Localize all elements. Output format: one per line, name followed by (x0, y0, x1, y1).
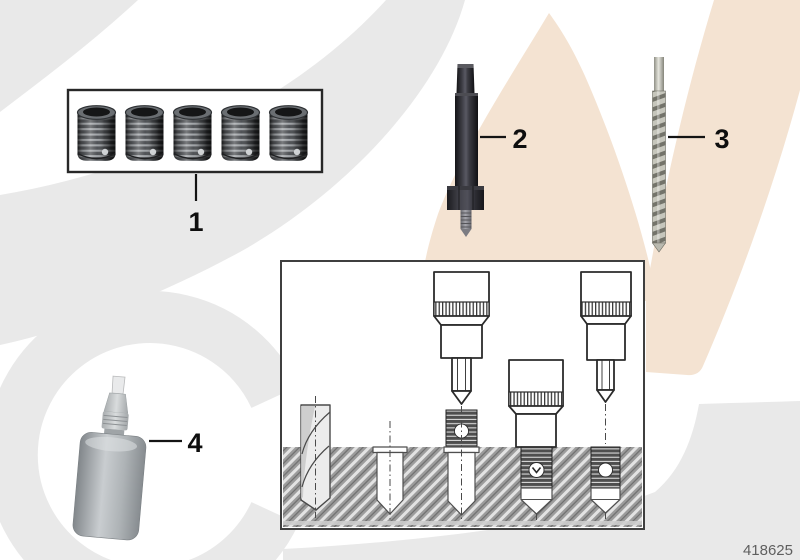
background-corner-swoosh (0, 0, 138, 112)
thread-insert (220, 104, 261, 162)
material-bottom-strip (283, 521, 642, 525)
doc-number: 418625 (743, 542, 793, 559)
step-insert-installed (580, 271, 632, 519)
insert-hole-circle (598, 462, 613, 478)
hole-bottom (590, 487, 621, 514)
background-bottom-swoosh (283, 401, 800, 560)
hole-bottom (520, 487, 553, 515)
drill-spiral-line (301, 445, 330, 488)
bottle-body (72, 432, 147, 541)
drill-highlight (657, 91, 660, 243)
tool-knurl-band (580, 301, 632, 317)
thread-insert (172, 104, 213, 162)
tool-nut-bevel (447, 186, 484, 190)
bottle-applicator-tip (111, 375, 126, 395)
callout-2-label[interactable]: 2 (512, 124, 527, 154)
tool-mid-cylinder (515, 413, 557, 448)
bottle-nozzle-taper (103, 392, 129, 414)
thread-insert-set[interactable]: 1 (66, 88, 324, 237)
callout-3-label[interactable]: 3 (714, 124, 729, 154)
tool-step (508, 405, 564, 415)
drill-shank (654, 57, 664, 91)
thread-insert (76, 104, 117, 162)
thread-insert (124, 104, 165, 162)
bottle-group (72, 375, 147, 541)
collar-ridges (102, 414, 128, 426)
callout-1-label[interactable]: 1 (188, 207, 203, 237)
tool-knurl-band (508, 391, 564, 407)
tool-step (580, 315, 632, 325)
tip-thread-lines (460, 212, 472, 228)
tool-step (433, 315, 490, 326)
tool-shaft (596, 359, 615, 391)
drill-flute-shade (301, 406, 315, 499)
tool-shank (456, 64, 475, 93)
step-pilot-hole (372, 421, 408, 521)
step-insert-driving (508, 359, 564, 520)
tool-shaft (451, 357, 472, 392)
tool-mid-cylinder (586, 323, 626, 361)
twist-drill-bit[interactable]: 3 (651, 57, 730, 253)
tool-shaft-tip (596, 389, 615, 403)
insert-drive-notch (531, 467, 542, 474)
tool-knurl-band (433, 301, 490, 317)
drill-spiral-line (301, 411, 331, 455)
installation-tool[interactable]: 2 (447, 64, 528, 237)
tool-body (455, 96, 478, 186)
callout-4-label[interactable]: 4 (187, 428, 202, 458)
installation-steps-panel (280, 260, 645, 530)
step-insert-on-tool (433, 271, 490, 521)
bottle-shoulder-highlight (85, 436, 138, 452)
tool-shank-top (457, 64, 474, 68)
adhesive-bottle[interactable]: 4 (72, 374, 203, 541)
tool-mid-cylinder (440, 324, 483, 359)
tool-tip-point (460, 229, 472, 237)
background-beige-wedge (421, 13, 657, 301)
tool-shaft-tip (451, 390, 472, 405)
drill-tip (651, 242, 667, 253)
tool-collar (455, 93, 478, 98)
step-drilling (300, 396, 331, 518)
background-beige-right (646, 0, 800, 376)
background-c-ring (0, 291, 299, 560)
thread-insert (268, 104, 309, 162)
insert-hole-circle (528, 462, 545, 478)
